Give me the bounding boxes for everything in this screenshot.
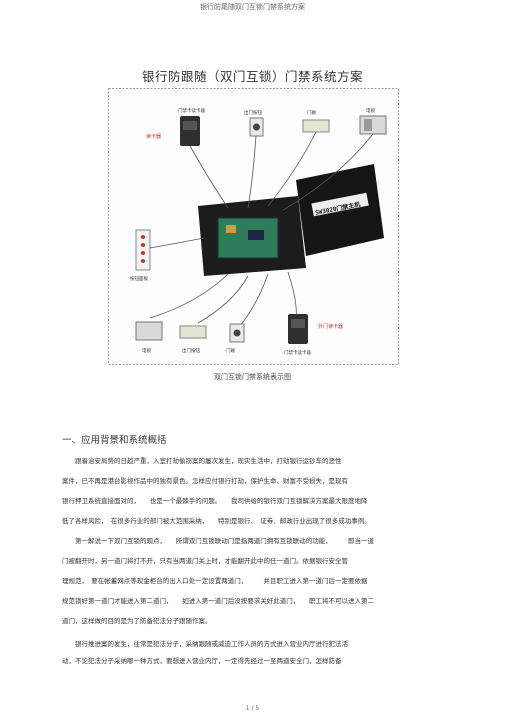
top-tag-1: 出门按钮 xyxy=(244,109,262,116)
system-diagram: 门禁卡读卡器 出门按钮 门磁 电锁 读卡器 按钮面板 SW3020门禁主机 电锁… xyxy=(108,88,399,365)
wiring xyxy=(149,131,374,327)
bottom-lock-icon xyxy=(135,321,163,341)
card-reader-icon xyxy=(180,116,200,146)
bottom-device-tags: 电锁 出门按钮 门磁 门禁卡读卡器 xyxy=(142,347,311,356)
section-heading: 一、应用背景和系统概括 xyxy=(62,435,167,446)
door-sensor-icon xyxy=(302,119,330,133)
top-device-tags: 门禁卡读卡器 出门按钮 门磁 电锁 xyxy=(178,107,375,116)
paragraph-line: 规范锁好第一道门才能进入第二道门， 如进入第一道门后没按要求关好此道门， 职工将… xyxy=(62,597,374,605)
button-panel-icon xyxy=(135,229,151,271)
bottom-tag-3: 门禁卡读卡器 xyxy=(284,349,311,356)
page-number: 1 / 5 xyxy=(245,705,260,712)
paragraph-line: 理规范， 要在帐蓄网点等现金柜台的出入口处一定设置两道门， 并且职工进入第一道门… xyxy=(62,577,368,585)
top-tag-3: 电锁 xyxy=(366,107,375,114)
bottom-right-tag: 外门读卡器 xyxy=(318,323,343,330)
top-tag-0: 门禁卡读卡器 xyxy=(178,107,205,114)
paragraph-line: 银行推进案的发生，往常是犯法分子，采纳跟随或威迫工作人员的方式进入营业内厅进行犯… xyxy=(75,640,348,648)
bottom-tag-0: 电锁 xyxy=(142,347,151,354)
paragraph-line: 道门，这样做的目的是为了防备犯法分子跟随作案。 xyxy=(62,617,212,625)
left-tag: 读卡器 xyxy=(146,133,161,140)
paragraph-line: 跟着治安局势的日趋严重，入室打劫偷窃案的屡次发生，现实生活中，打劫银行运钞车的恶… xyxy=(75,457,342,465)
system-diagram-svg: 门禁卡读卡器 出门按钮 门磁 电锁 读卡器 按钮面板 SW3020门禁主机 电锁… xyxy=(108,88,399,365)
bottom-tag-2: 门磁 xyxy=(226,347,235,354)
document-title: 银行防跟随（双门互锁）门禁系统方案 xyxy=(141,69,363,84)
paragraph-line: 银行押卫系统直接面对的， 也是一个最棘手的问题。 我司供给的银行双门互锁解决方案… xyxy=(62,497,368,505)
paragraph-line: 门被翻开时，另一道门将打不开，只有当两道门关上时，才能翻开此中的任一道门。依据银… xyxy=(62,557,348,565)
paragraph-line: 动，不论犯法分子采纳哪一种方式，要想进入营业内厅，一定得先经过一至两道安全门，怎… xyxy=(62,657,342,665)
paragraph-line: 低了各样风险， 在很多行业的部门被大范围采纳， 特别是银行、 证券、邮政行业出现… xyxy=(62,517,371,525)
electric-lock-icon xyxy=(359,115,387,135)
bottom-tag-1: 出门按钮 xyxy=(182,347,200,354)
top-tag-2: 门磁 xyxy=(307,109,316,116)
panel-tag: 按钮面板 xyxy=(130,275,148,282)
paragraph-line: 第一解说一下双门互锁的观点， 所谓双门互锁联动门是指两道门拥有互锁联动的功能， … xyxy=(75,537,374,545)
bottom-sensor-icon xyxy=(179,325,207,339)
figure-caption: 双门互锁门禁系统表示图 xyxy=(214,373,291,381)
paragraph-line: 案件，已不再是港台影视作品中的独有景色。怎样应付银行打劫，保护生命、财富不受损失… xyxy=(62,477,348,485)
bottom-reader-icon xyxy=(288,314,308,344)
running-header: 银行防尾随双门互锁门禁系统方案 xyxy=(200,3,305,11)
